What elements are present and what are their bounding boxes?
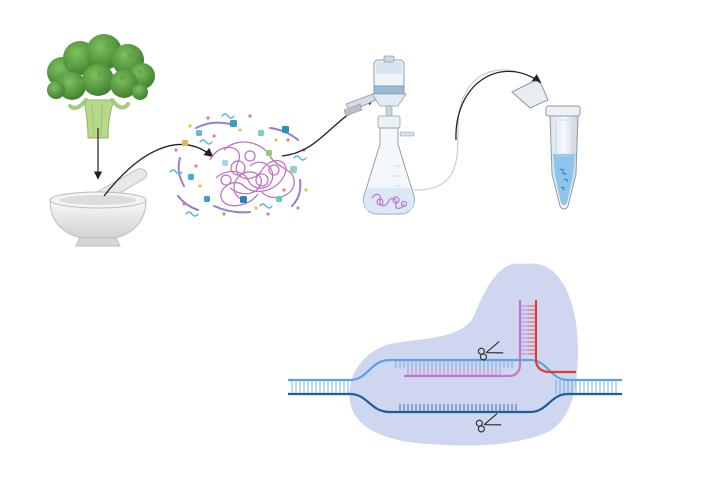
arrow-mortar-to-lysate: [103, 143, 214, 197]
cas-protein-icon: [349, 263, 578, 446]
scissors-icon: [477, 341, 504, 361]
guide-rna-icon: [404, 300, 576, 378]
mortar-and-pestle-icon: [49, 168, 148, 247]
arrow-filter-to-tube: [455, 70, 542, 141]
tubing-line: [411, 69, 541, 191]
broccoli-icon: [47, 34, 155, 139]
vacuum-filtration-flask-icon: [343, 55, 415, 215]
dna-double-helix-icon: [288, 358, 622, 414]
microcentrifuge-tube-icon: [511, 80, 581, 210]
cell-lysate-icon: [169, 113, 308, 217]
scissors-icon: [475, 413, 502, 433]
